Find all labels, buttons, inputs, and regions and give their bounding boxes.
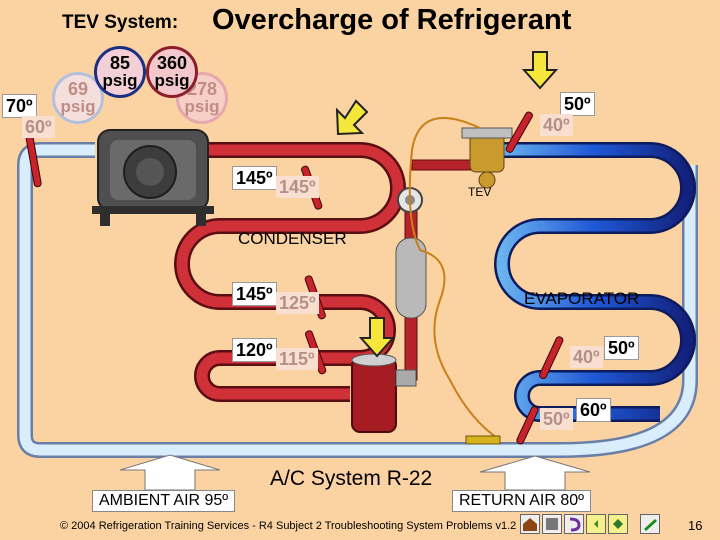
evaporator-temp-actual: 50º <box>604 336 639 360</box>
discharge-temp-actual: 145º <box>232 166 277 190</box>
discharge-temp-normal: 145º <box>276 176 319 198</box>
airflow-arrow <box>119 454 591 491</box>
condenser-temp-actual: 145º <box>232 282 277 306</box>
condenser-temp-normal: 125º <box>276 292 319 314</box>
gauge-value: 69 <box>67 79 89 99</box>
evaporator-temp-normal: 40º <box>570 346 603 368</box>
suction-temp-actual: 70º <box>2 94 37 118</box>
ambient-air-label: AMBIENT AIR 95º <box>92 490 236 512</box>
evap-outlet-temp-actual: 60º <box>576 398 611 422</box>
tev-valve <box>461 127 513 189</box>
pen-icon[interactable] <box>640 514 660 534</box>
tev-inlet-temp-normal: 40º <box>540 114 573 136</box>
prev-icon[interactable] <box>586 514 606 534</box>
evap-outlet-temp-normal: 50º <box>540 408 573 430</box>
system-label: A/C System R-22 <box>270 467 433 490</box>
liquid-temp-actual: 120º <box>232 338 277 362</box>
tev-label: TEV <box>468 185 492 199</box>
gauge-value: 85 <box>109 53 131 73</box>
compressor <box>92 129 214 226</box>
return-air-label: RETURN AIR 80º <box>452 490 591 512</box>
home-icon[interactable] <box>520 514 540 534</box>
liquid-temp-normal: 115º <box>276 348 318 370</box>
arrow-icon <box>335 51 559 358</box>
gauge-value: 360 <box>156 53 188 73</box>
list-icon[interactable] <box>542 514 562 534</box>
low-side-gauge: 85 psig <box>94 46 146 98</box>
next-icon[interactable] <box>608 514 628 534</box>
title-prefix: TEV System: <box>62 12 179 33</box>
page-number: 16 <box>688 518 703 533</box>
gauge-unit: psig <box>102 71 138 90</box>
page-title: Overcharge of Refrigerant <box>212 4 572 36</box>
high-side-gauge: 360 psig <box>146 46 198 98</box>
gauge-unit: psig <box>60 97 96 116</box>
capillary-tube <box>408 116 501 441</box>
evaporator-label: EVAPORATOR <box>524 289 640 308</box>
condenser-label: CONDENSER <box>238 229 347 248</box>
receiver <box>351 357 397 433</box>
gauge-unit: psig <box>184 97 220 116</box>
back-icon[interactable] <box>564 514 584 534</box>
sensing-bulb <box>465 435 501 445</box>
gauge-unit: psig <box>154 71 190 90</box>
filter-drier <box>395 237 427 319</box>
suction-temp-normal: 60º <box>22 116 55 138</box>
copyright-text: © 2004 Refrigeration Training Services -… <box>60 520 517 532</box>
tev-inlet-temp-actual: 50º <box>560 92 595 116</box>
